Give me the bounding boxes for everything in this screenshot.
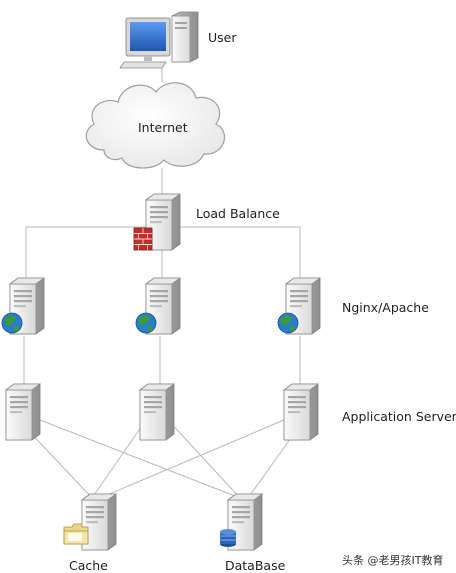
cloud-icon <box>85 82 226 169</box>
connection-lines <box>23 62 301 499</box>
user-label: User <box>208 30 237 45</box>
app-server-2 <box>139 383 175 441</box>
desktop-computer-icon <box>119 11 199 69</box>
link-app2-db <box>167 419 241 499</box>
web-server-1 <box>1 277 45 335</box>
app-server-3 <box>283 383 319 441</box>
folder-icon <box>63 523 89 545</box>
web-server-2 <box>135 277 181 335</box>
cache-label: Cache <box>69 558 108 573</box>
app-server-1 <box>5 383 41 441</box>
web-server-3 <box>277 277 321 335</box>
web-tier-label: Nginx/Apache <box>342 300 429 315</box>
watermark: 头条 @老男孩IT教育 <box>342 554 444 567</box>
app-tier-label: Application Server <box>342 409 456 424</box>
database-label: DataBase <box>225 558 286 573</box>
firewall-icon <box>133 227 153 251</box>
globe-icon <box>277 312 299 334</box>
link-app2-cache <box>91 419 147 499</box>
globe-icon <box>1 312 23 334</box>
globe-icon <box>135 312 157 334</box>
database-icon <box>220 529 236 547</box>
link-app3-cache <box>99 419 285 499</box>
link-app1-db <box>39 419 241 499</box>
load-balance-label: Load Balance <box>196 206 280 221</box>
link-app1-cache <box>25 427 93 499</box>
internet-label: Internet <box>138 120 188 135</box>
